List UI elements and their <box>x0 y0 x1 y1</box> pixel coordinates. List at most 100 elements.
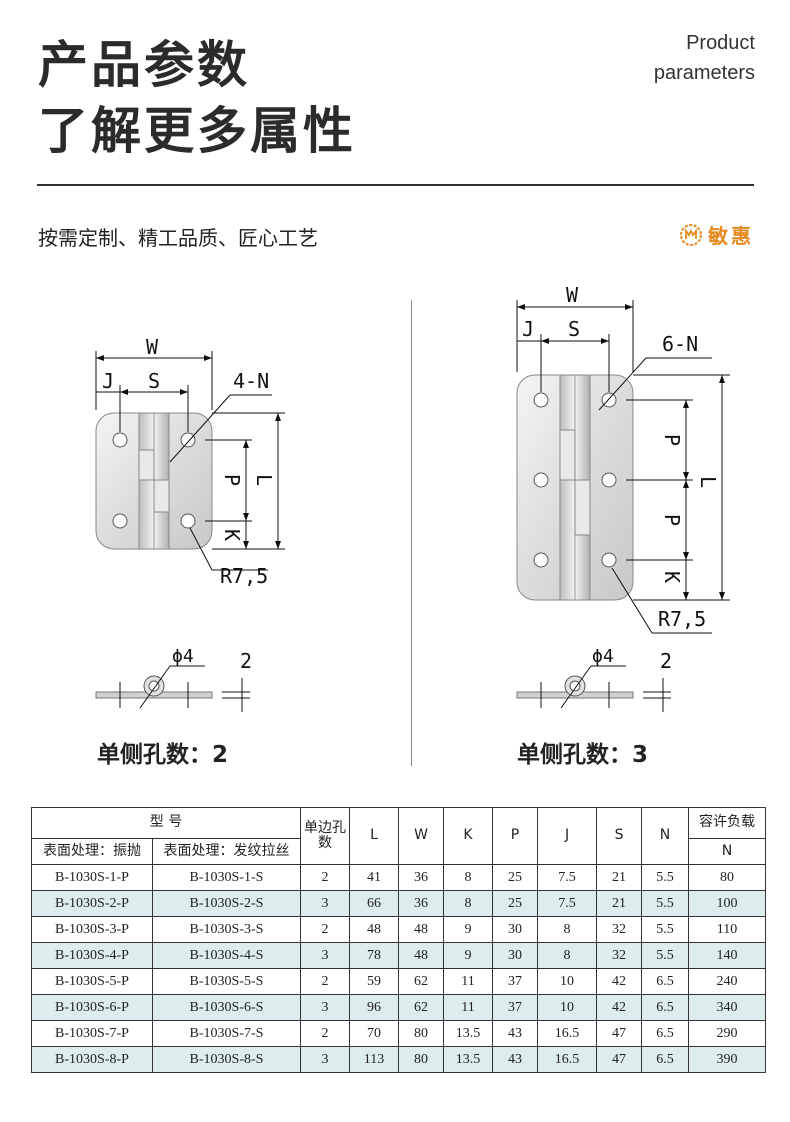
table-cell: 8 <box>537 942 598 969</box>
table-cell: 80 <box>688 864 767 891</box>
table-cell: 3 <box>300 1046 351 1073</box>
table-cell: 7.5 <box>537 864 598 891</box>
dim-label-s: S <box>568 317 580 341</box>
table-cell: 5.5 <box>641 864 690 891</box>
table-cell: 240 <box>688 968 767 995</box>
table-cell: 42 <box>596 968 643 995</box>
table-cell: 80 <box>398 1046 445 1073</box>
table-cell: 43 <box>492 1046 539 1073</box>
page-title-line-1: 产品参数 <box>38 36 250 94</box>
table-cell: 8 <box>443 890 494 917</box>
caption-3-holes: 单侧孔数：3 <box>517 742 649 768</box>
spec-table: 型 号 单边孔数 L W K P J S N 容许负载 表面处理：振抛 表面处理… <box>30 807 767 1073</box>
page-title-line-2: 了解更多属性 <box>38 102 356 160</box>
header-col-p: P <box>492 807 539 865</box>
header-load: 容许负载 <box>688 807 767 839</box>
table-cell: 16.5 <box>537 1020 598 1047</box>
table-cell: B-1030S-4-P <box>31 942 153 969</box>
table-cell: 47 <box>596 1020 643 1047</box>
dim-label-s: S <box>148 369 160 393</box>
hinge-side-view-right: ϕ4 2 <box>516 646 672 712</box>
table-cell: 48 <box>349 916 400 943</box>
table-cell: B-1030S-7-P <box>31 1020 153 1047</box>
header-finish-brushed: 表面处理：发纹拉丝 <box>151 838 302 865</box>
table-cell: 113 <box>349 1046 400 1073</box>
header-col-w: W <box>398 807 445 865</box>
table-cell: B-1030S-4-S <box>151 942 302 969</box>
table-cell: 9 <box>443 916 494 943</box>
hinge-side-view-left: ϕ4 2 <box>95 646 252 712</box>
table-cell: 3 <box>300 942 351 969</box>
table-cell: 11 <box>443 994 494 1021</box>
table-cell: 290 <box>688 1020 767 1047</box>
header-holes: 单边孔数 <box>300 807 351 865</box>
table-cell: 11 <box>443 968 494 995</box>
table-cell: 48 <box>398 942 445 969</box>
dim-label-l: L <box>252 474 276 486</box>
table-cell: 140 <box>688 942 767 969</box>
table-cell: 3 <box>300 994 351 1021</box>
dim-label-diameter: ϕ4 <box>172 646 194 667</box>
dim-label-thickness: 2 <box>240 649 252 673</box>
table-cell: B-1030S-1-S <box>151 864 302 891</box>
table-cell: 30 <box>492 942 539 969</box>
table-cell: 62 <box>398 968 445 995</box>
table-cell: 100 <box>688 890 767 917</box>
hinge-drawing-3-holes: W J S 6-N P P L K R7,5 ϕ4 2 <box>516 283 730 712</box>
table-cell: 13.5 <box>443 1020 494 1047</box>
table-cell: 43 <box>492 1020 539 1047</box>
table-cell: 6.5 <box>641 1020 690 1047</box>
header-divider <box>37 184 754 186</box>
table-cell: 13.5 <box>443 1046 494 1073</box>
hinge-drawing-2-holes: W J S 4-N P L K R7,5 ϕ4 2 <box>95 335 285 712</box>
dim-label-p-upper: P <box>660 434 684 446</box>
table-cell: 59 <box>349 968 400 995</box>
table-cell: 340 <box>688 994 767 1021</box>
table-cell: 21 <box>596 890 643 917</box>
dim-label-k: K <box>660 571 684 583</box>
table-cell: 9 <box>443 942 494 969</box>
table-cell: 66 <box>349 890 400 917</box>
drawing-divider <box>411 300 412 766</box>
table-cell: 5.5 <box>641 916 690 943</box>
dim-label-l: L <box>696 476 720 488</box>
header-finish-polish: 表面处理：振抛 <box>31 838 153 865</box>
technical-drawings: W J S 4-N P L K R7,5 ϕ4 2 <box>95 283 730 712</box>
table-cell: B-1030S-3-P <box>31 916 153 943</box>
header-col-j: J <box>537 807 598 865</box>
table-cell: 42 <box>596 994 643 1021</box>
table-cell: 8 <box>537 916 598 943</box>
table-cell: B-1030S-3-S <box>151 916 302 943</box>
table-cell: 16.5 <box>537 1046 598 1073</box>
dim-label-p: P <box>220 474 244 486</box>
dim-label-n: 4-N <box>233 369 269 393</box>
table-cell: B-1030S-5-S <box>151 968 302 995</box>
table-cell: 110 <box>688 916 767 943</box>
table-cell: 2 <box>300 916 351 943</box>
table-cell: B-1030S-8-P <box>31 1046 153 1073</box>
table-cell: 37 <box>492 994 539 1021</box>
table-cell: 6.5 <box>641 968 690 995</box>
table-cell: 25 <box>492 890 539 917</box>
table-cell: 36 <box>398 864 445 891</box>
header-load-unit: N <box>688 838 767 865</box>
table-cell: 390 <box>688 1046 767 1073</box>
table-cell: 2 <box>300 864 351 891</box>
table-cell: 6.5 <box>641 1046 690 1073</box>
dim-label-w: W <box>566 283 579 307</box>
table-cell: 10 <box>537 968 598 995</box>
table-cell: 70 <box>349 1020 400 1047</box>
slogan: 按需定制、精工品质、匠心工艺 <box>38 226 318 250</box>
dim-label-diameter: ϕ4 <box>592 646 614 667</box>
table-cell: 32 <box>596 916 643 943</box>
table-cell: 6.5 <box>641 994 690 1021</box>
table-cell: 96 <box>349 994 400 1021</box>
dim-label-w: W <box>146 335 159 359</box>
